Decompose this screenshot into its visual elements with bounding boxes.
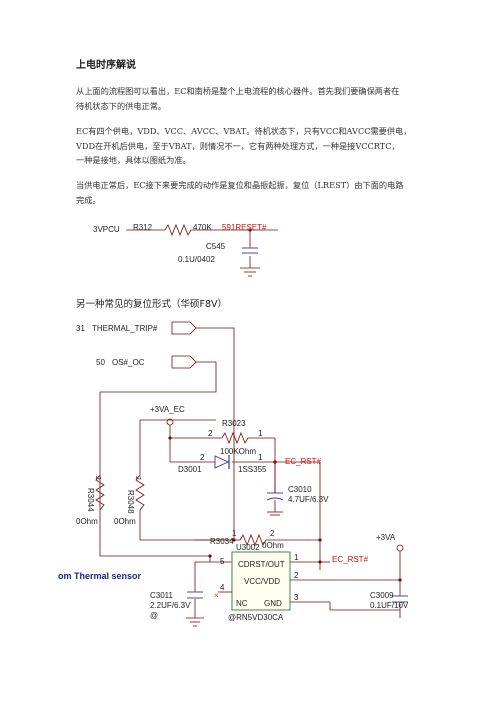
paragraph-3-line-2: 完成。: [76, 194, 101, 205]
r3034-pin1: 1: [232, 529, 237, 538]
d3001-pin2: 2: [200, 453, 205, 462]
c3010-value: 4.7UF/6.3V: [288, 495, 329, 504]
r3048-ref: R3048: [126, 490, 135, 514]
u3002-nc: NC: [236, 599, 248, 608]
paragraph-2: EC有四个供电，VDD、VCC、AVCC、VBAT。待机状态下，只有VCC和AV…: [76, 124, 426, 168]
u3002-part: @RN5VD30CA: [228, 613, 284, 622]
paragraph-3: 当供电正常后，EC接下来要完成的动作是复位和晶振起振，复位（LREST）由下面的…: [76, 178, 426, 207]
u3002-pin5: 5: [220, 557, 225, 566]
u3002-ref: U3002: [236, 543, 260, 552]
paragraph-2-line-2: VDD在开机后供电，至于VBAT，则情况不一，它有两种处理方式，一种是接VCCR…: [76, 140, 400, 151]
u3002-pin1: 1: [294, 553, 299, 562]
r3044-value: 0Ohm: [76, 517, 98, 526]
paragraph-3-line-1: 当供电正常后，EC接下来要完成的动作是复位和晶振起振，复位（LREST）由下面的…: [76, 180, 404, 190]
r3034-value: 0Ohm: [262, 541, 284, 550]
port-os-oc: OS#_OC: [112, 358, 145, 367]
r3023-pin1: 1: [258, 429, 263, 438]
section-subtitle: 另一种常见的复位形式（华硕F8V）: [76, 299, 228, 310]
paragraph-2-line-3: 一种是接地，具体以图纸为准。: [76, 155, 191, 165]
thermal-sensor-label: om Thermal sensor: [58, 571, 142, 581]
d3001-part: 1SS355: [238, 465, 267, 474]
r312-ref: R312: [133, 223, 153, 232]
port-thermal-trip: THERMAL_TRIP#: [92, 324, 158, 333]
r3044-ref: R3044: [86, 488, 95, 512]
d3001-ref: D3001: [178, 465, 202, 474]
u3002-pin3: 3: [294, 593, 299, 602]
c3011-at: @: [150, 611, 158, 620]
c3011-value: 2.2UF/6.3V: [150, 601, 191, 610]
paragraph-1-line-2: 待机状态下的供电正常。: [76, 100, 167, 111]
u3002-pin2: 2: [294, 571, 299, 580]
paragraph-1: 从上面的流程图可以看出，EC和南桥是整个上电流程的核心器件。首先我们要确保两者在…: [76, 84, 426, 113]
r312-value: 470K: [193, 223, 212, 232]
port-os-oc-num: 50: [96, 358, 105, 367]
r3034-pin2: 2: [270, 529, 275, 538]
d3001-pin1: 1: [258, 453, 263, 462]
paragraph-1-line-1: 从上面的流程图可以看出，EC和南桥是整个上电流程的核心器件。首先我们要确保两者在: [76, 86, 400, 96]
r3048-value: 0Ohm: [114, 517, 136, 526]
net-ec-rst-1: EC_RST#: [285, 457, 322, 466]
paragraph-2-line-1: EC有四个供电，VDD、VCC、AVCC、VBAT。待机状态下，只有VCC和AV…: [76, 126, 412, 136]
page-title: 上电时序解说: [76, 60, 136, 71]
u3002-pin4: 4: [220, 583, 225, 592]
c545-ref: C545: [206, 242, 226, 251]
u3002-vcc: VCC/VDD: [244, 577, 280, 586]
c545-value: 0.1U/0402: [178, 255, 215, 264]
net-3va: +3VA: [376, 533, 396, 542]
r3023-pin2: 2: [208, 429, 213, 438]
net-ec-rst-2: EC_RST#: [332, 555, 369, 564]
r3034-ref: R3034: [210, 537, 234, 546]
net-3va-ec: +3VA_EC: [150, 405, 185, 414]
nc-x-mark: ×: [214, 591, 219, 600]
c3011-ref: C3011: [150, 591, 174, 600]
r3044-pin2: 2: [94, 476, 101, 480]
port-thermal-num: 31: [76, 324, 85, 333]
u3002-cdrst: CDRST/OUT: [238, 560, 285, 569]
asus-reset-circuit-diagram: × 31 THERMAL_TRIP# 50 OS#_OC +3VA_EC R30…: [58, 321, 409, 627]
net-591reset: 591RESET#: [222, 223, 267, 232]
r3023-ref: R3023: [222, 419, 246, 428]
c3010-ref: C3010: [288, 485, 312, 494]
u3002-gnd: GND: [264, 599, 282, 608]
r3048-pin2: 2: [134, 476, 141, 480]
net-3vpcu: 3VPCU: [93, 225, 120, 234]
r3023-value: 100KOhm: [220, 447, 256, 456]
c3009-ref: C3009: [370, 591, 394, 600]
reset-circuit-diagram: 3VPCU R312 470K 591RESET# C545 0.1U/0402: [93, 223, 278, 277]
c3009-value: 0.1UF/10V: [370, 601, 409, 610]
